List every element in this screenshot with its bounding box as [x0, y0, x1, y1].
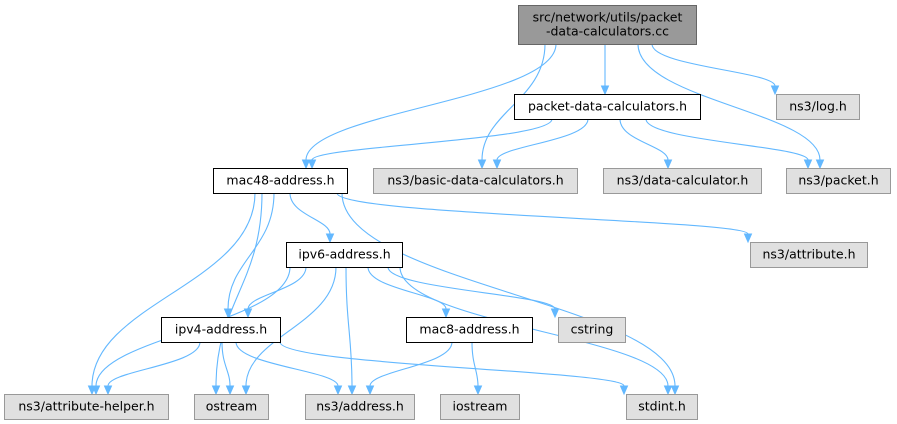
edge-ipv6-to-address_h	[345, 266, 357, 396]
node-box	[603, 168, 762, 194]
edge-root-to-packet_h	[637, 43, 825, 170]
node-label: cstring	[571, 322, 614, 337]
node-box	[286, 242, 403, 268]
node-box	[440, 394, 520, 420]
edge-root-to-log_h	[651, 43, 780, 96]
node-box	[750, 242, 868, 268]
node-box	[305, 394, 415, 420]
node-box	[161, 317, 281, 343]
edge-mac8-to-iostream	[471, 341, 483, 396]
edge-pdc_h-to-basic_dc	[492, 118, 589, 170]
node-label: ns3/log.h	[789, 99, 847, 114]
node-box	[786, 168, 891, 194]
edge-mac48-to-stdint	[341, 192, 680, 396]
node-box	[4, 394, 169, 420]
edge-ipv4-to-attr_helper	[103, 341, 201, 396]
node-address_h[interactable]: ns3/address.h	[305, 394, 415, 420]
node-ipv4[interactable]: ipv4-address.h	[161, 317, 281, 343]
node-label: ns3/basic-data-calculators.h	[387, 173, 563, 188]
node-ostream[interactable]: ostream	[194, 394, 269, 420]
node-box	[626, 394, 698, 420]
node-stdint[interactable]: stdint.h	[626, 394, 698, 420]
edge-pdc_h-to-data_calc	[619, 118, 673, 170]
node-label: mac8-address.h	[419, 322, 519, 337]
node-cstring[interactable]: cstring	[558, 317, 626, 343]
node-label: -data-calculators.cc	[546, 24, 669, 39]
edge-ipv6-to-stdint	[399, 266, 673, 396]
node-pdc_h[interactable]: packet-data-calculators.h	[514, 94, 701, 120]
edge-ipv6-to-mac8	[367, 266, 451, 319]
node-iostream[interactable]: iostream	[440, 394, 520, 420]
edge-mac48-to-attribute_h	[336, 192, 753, 244]
node-attribute_h[interactable]: ns3/attribute.h	[750, 242, 868, 268]
node-label: ns3/address.h	[316, 399, 404, 414]
edge-ipv4-to-stdint	[279, 341, 629, 396]
node-label: ipv6-address.h	[298, 247, 390, 262]
edge-pdc_h-to-mac48	[307, 118, 553, 170]
nodes-layer: src/network/utils/packet-data-calculator…	[4, 5, 891, 420]
node-label: iostream	[453, 399, 508, 414]
edge-pdc_h-to-packet_h	[645, 118, 813, 170]
node-label: packet-data-calculators.h	[528, 99, 687, 114]
edge-root-to-basic_dc	[477, 43, 546, 170]
node-mac48[interactable]: mac48-address.h	[213, 168, 348, 194]
node-attr_helper[interactable]: ns3/attribute-helper.h	[4, 394, 169, 420]
edge-ipv4-to-address_h	[235, 341, 343, 396]
edge-ipv4-to-ostream	[221, 341, 235, 396]
node-box	[518, 5, 697, 45]
edge-mac8-to-address_h	[365, 341, 453, 396]
node-label: ns3/attribute-helper.h	[18, 399, 154, 414]
node-box	[514, 94, 701, 120]
node-box	[194, 394, 269, 420]
edge-mac48-to-ipv4	[223, 192, 275, 319]
node-label: ns3/packet.h	[798, 173, 878, 188]
node-root[interactable]: src/network/utils/packet-data-calculator…	[518, 5, 697, 45]
node-ipv6[interactable]: ipv6-address.h	[286, 242, 403, 268]
node-label: src/network/utils/packet	[533, 10, 683, 25]
node-box	[776, 94, 860, 120]
node-label: stdint.h	[638, 399, 686, 414]
node-basic_dc[interactable]: ns3/basic-data-calculators.h	[373, 168, 578, 194]
node-label: mac48-address.h	[226, 173, 334, 188]
node-box	[406, 317, 533, 343]
edges-layer	[87, 43, 825, 396]
edge-ipv6-to-ostream	[241, 266, 337, 396]
edge-root-to-pdc_h	[600, 44, 610, 96]
edge-mac48-to-ipv6	[289, 192, 335, 244]
node-box	[373, 168, 578, 194]
node-label: ipv4-address.h	[175, 322, 267, 337]
node-data_calc[interactable]: ns3/data-calculator.h	[603, 168, 762, 194]
edge-ipv6-to-cstring	[387, 266, 560, 319]
node-label: ns3/data-calculator.h	[617, 173, 749, 188]
node-mac8[interactable]: mac8-address.h	[406, 317, 533, 343]
node-box	[558, 317, 626, 343]
node-label: ns3/attribute.h	[762, 247, 855, 262]
node-box	[213, 168, 348, 194]
edge-mac48-to-ostream	[211, 192, 263, 396]
node-log_h[interactable]: ns3/log.h	[776, 94, 860, 120]
node-packet_h[interactable]: ns3/packet.h	[786, 168, 891, 194]
edge-root-to-mac48	[301, 43, 557, 170]
node-label: ostream	[206, 399, 257, 414]
